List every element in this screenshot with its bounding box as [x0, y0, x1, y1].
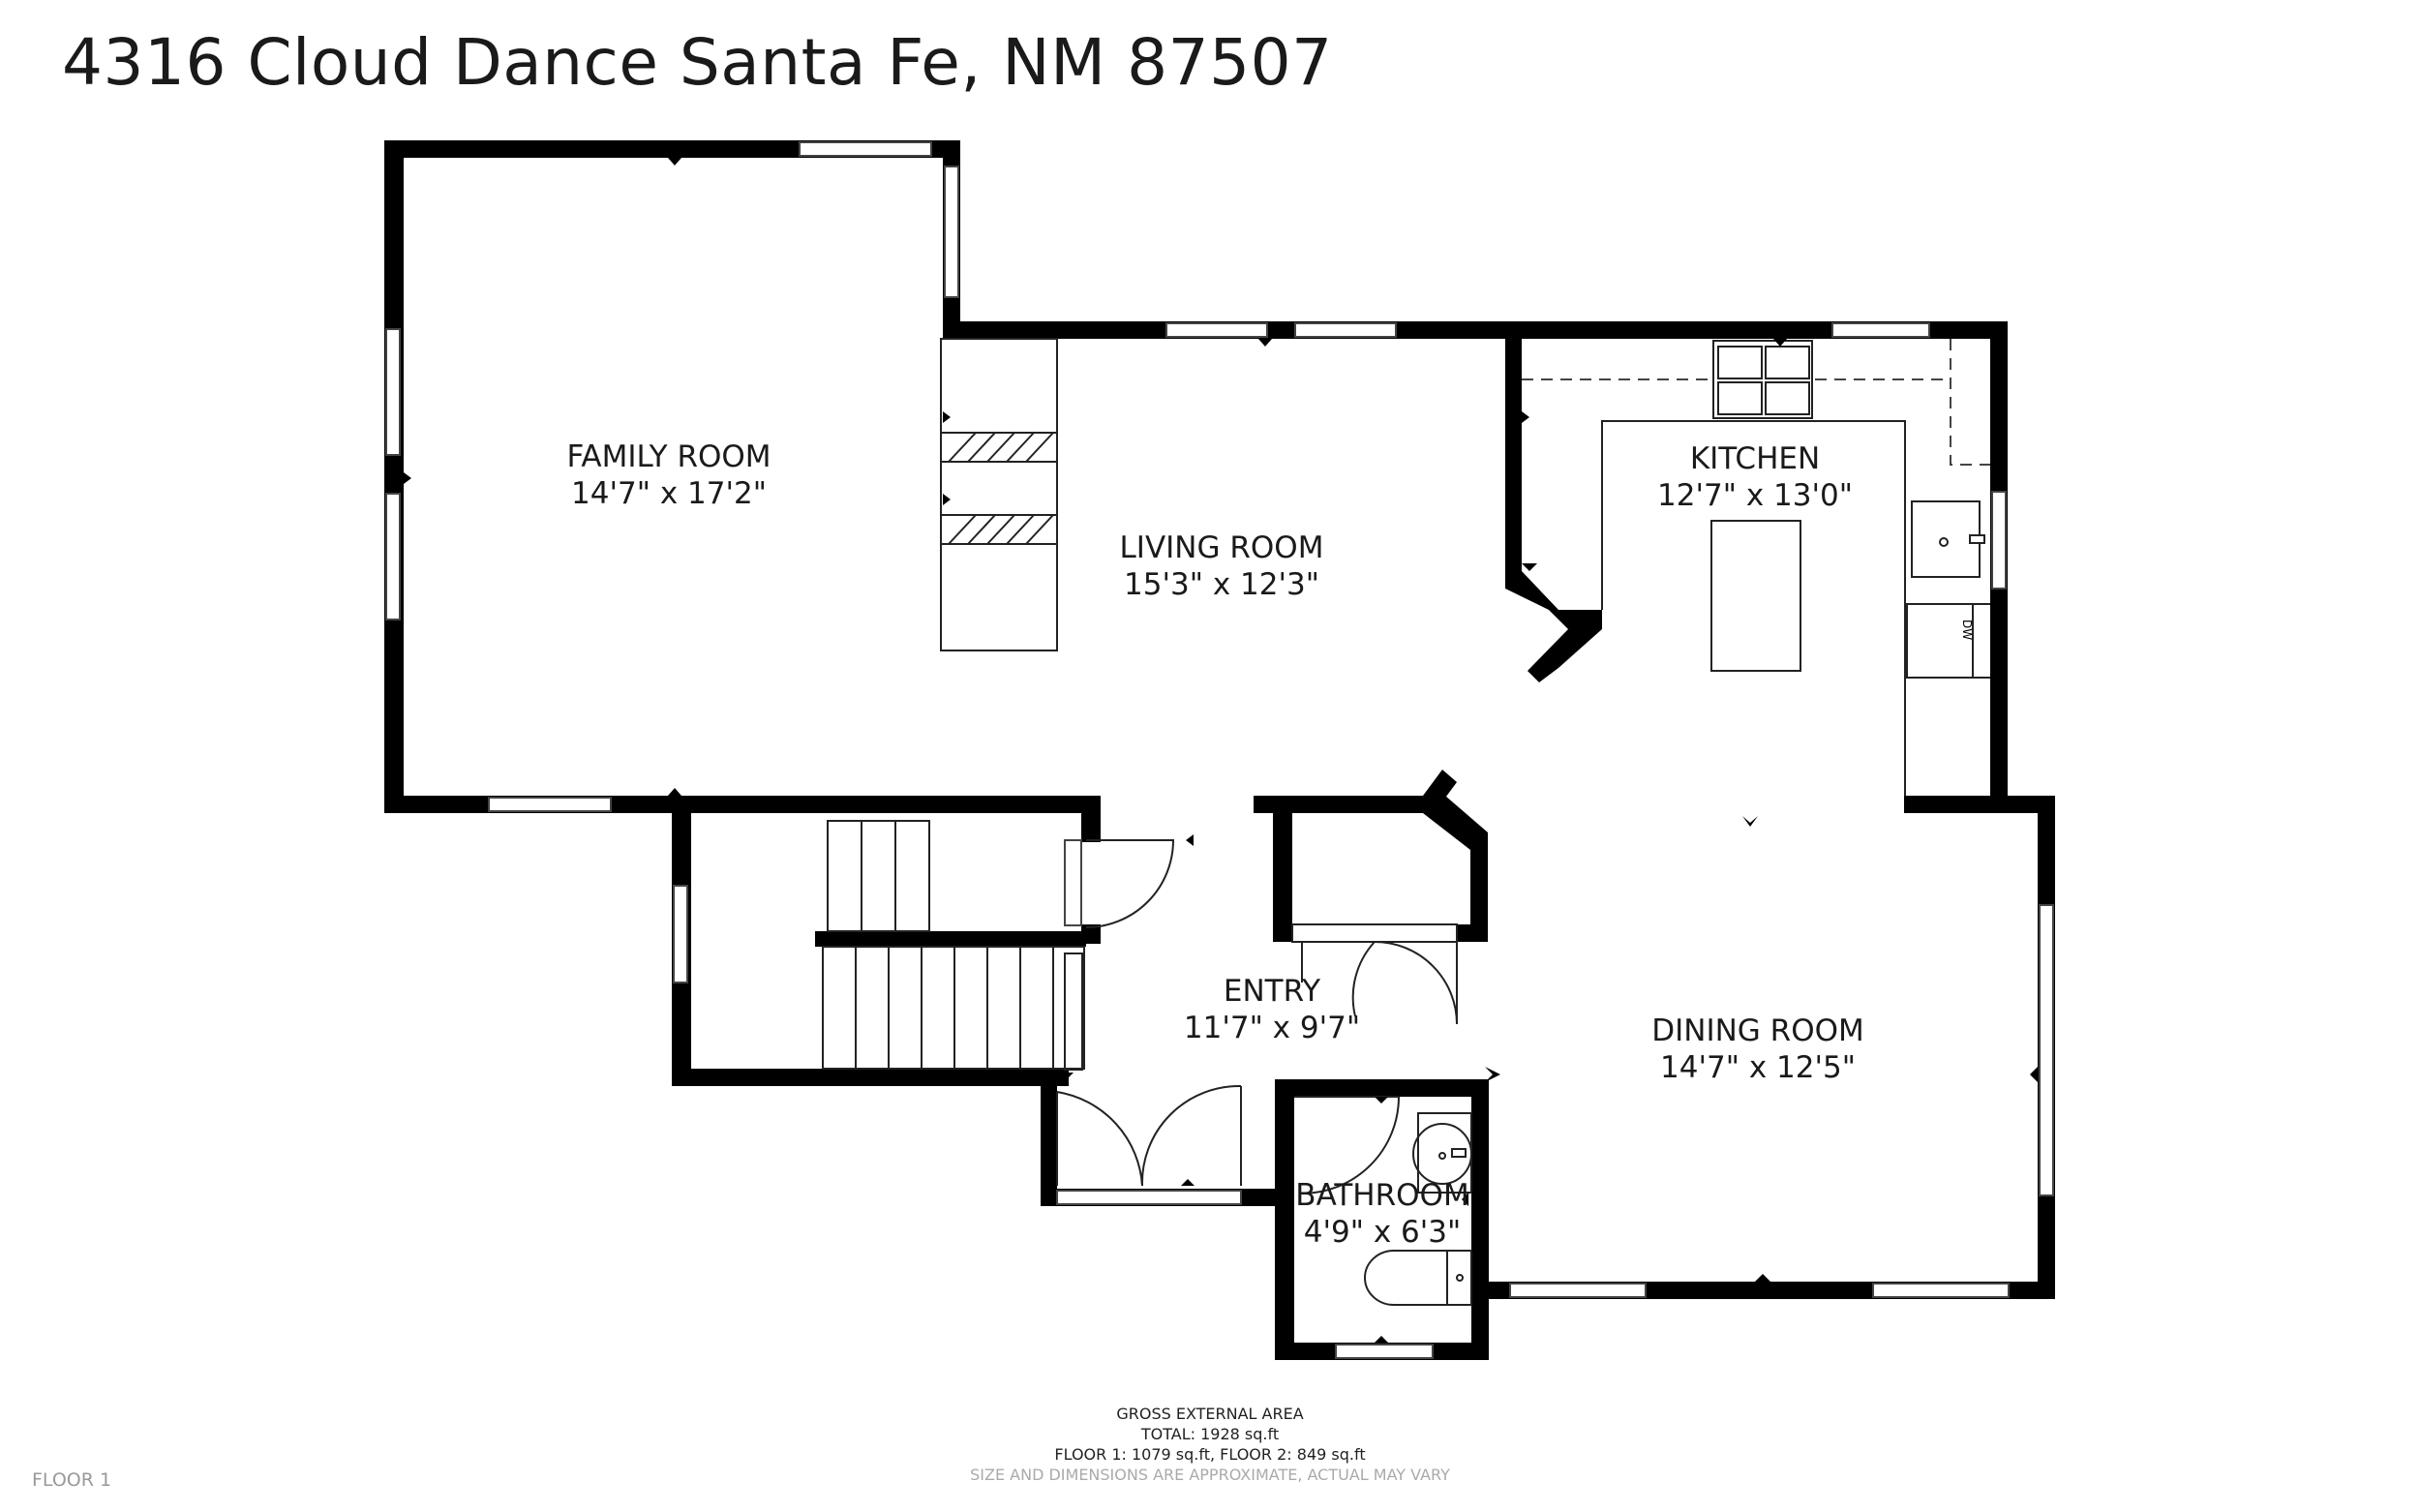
room-label-living: LIVING ROOM 15'3" x 12'3"	[1120, 530, 1324, 602]
room-dims-dining: 14'7" x 12'5"	[1660, 1050, 1856, 1085]
room-label-kitchen: KITCHEN 12'7" x 13'0"	[1657, 441, 1853, 513]
room-name-dining: DINING ROOM	[1651, 1013, 1864, 1048]
room-name-kitchen: KITCHEN	[1690, 441, 1820, 476]
stairs	[822, 820, 1085, 1071]
area-floors: FLOOR 1: 1079 sq.ft, FLOOR 2: 849 sq.ft	[1054, 1445, 1366, 1464]
bathroom-fixtures	[1364, 1112, 1472, 1306]
room-label-dining: DINING ROOM 14'7" x 12'5"	[1651, 1013, 1864, 1085]
room-dims-bathroom: 4'9" x 6'3"	[1304, 1215, 1462, 1250]
area-disclaimer: SIZE AND DIMENSIONS ARE APPROXIMATE, ACT…	[970, 1466, 1450, 1484]
room-label-family: FAMILY ROOM 14'7" x 17'2"	[566, 439, 771, 511]
floor-label: FLOOR 1	[32, 1469, 112, 1491]
room-dims-living: 15'3" x 12'3"	[1124, 567, 1319, 602]
room-name-entry: ENTRY	[1224, 974, 1320, 1009]
room-dims-family: 14'7" x 17'2"	[571, 476, 767, 511]
page-title: 4316 Cloud Dance Santa Fe, NM 87507	[62, 25, 1333, 100]
area-summary: GROSS EXTERNAL AREA TOTAL: 1928 sq.ft FL…	[920, 1404, 1500, 1485]
doors	[1056, 839, 1458, 1194]
kitchen-fixtures: DW	[1522, 339, 1990, 796]
room-dims-kitchen: 12'7" x 13'0"	[1657, 478, 1853, 513]
room-label-bathroom: BATHROOM 4'9" x 6'3"	[1295, 1178, 1468, 1250]
windows	[385, 141, 2054, 1359]
area-heading: GROSS EXTERNAL AREA	[1116, 1405, 1304, 1423]
room-name-living: LIVING ROOM	[1120, 530, 1324, 565]
area-total: TOTAL: 1928 sq.ft	[1140, 1425, 1280, 1443]
room-label-entry: ENTRY 11'7" x 9'7"	[1184, 974, 1360, 1045]
fireplace	[940, 338, 1058, 651]
room-name-bathroom: BATHROOM	[1295, 1178, 1468, 1213]
room-name-family: FAMILY ROOM	[566, 439, 771, 474]
room-dims-entry: 11'7" x 9'7"	[1184, 1011, 1360, 1045]
wall-markers	[404, 158, 2038, 1343]
dishwasher-label: DW	[1960, 620, 1974, 640]
